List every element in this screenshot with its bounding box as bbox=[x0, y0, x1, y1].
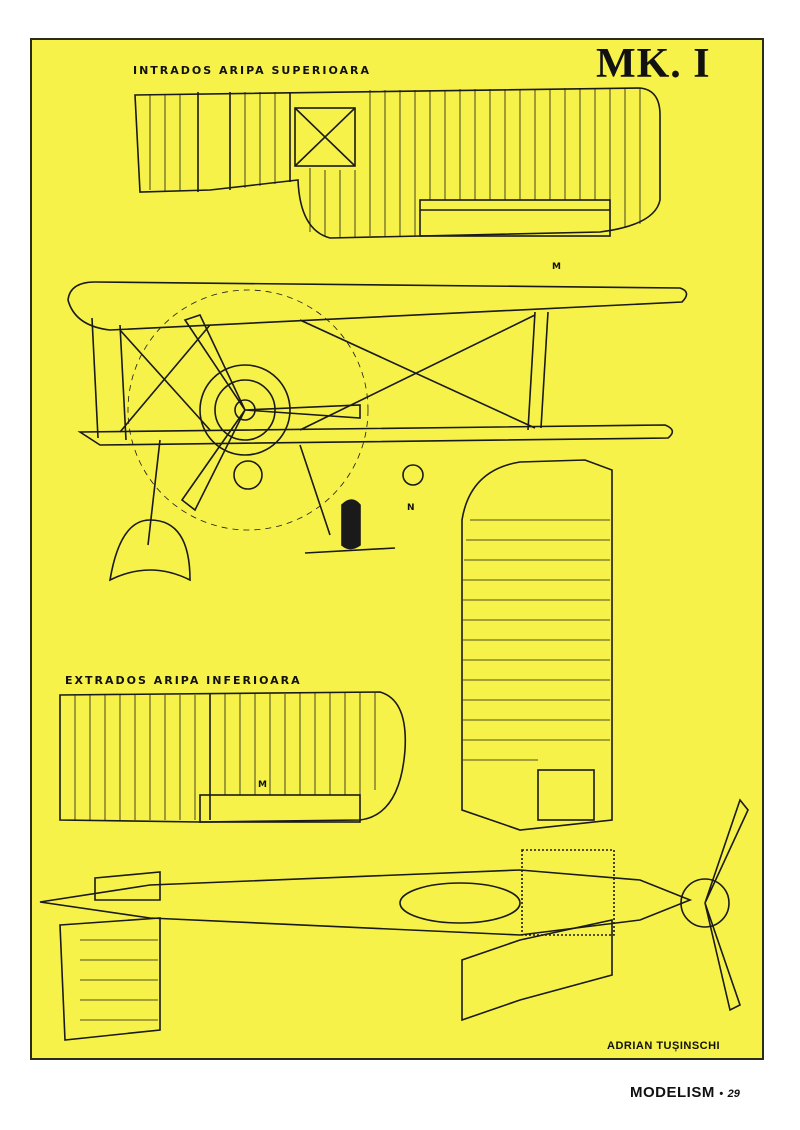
page-title: MK. I bbox=[596, 41, 711, 87]
upper-wing-plan bbox=[134, 87, 661, 239]
top-view bbox=[39, 459, 749, 1041]
footer-separator: • bbox=[719, 1088, 724, 1100]
magazine-brand: MODELISM bbox=[630, 1084, 715, 1101]
page-footer: MODELISM • 29 bbox=[630, 1084, 740, 1102]
mark-m-lower: M bbox=[258, 780, 269, 790]
front-view bbox=[67, 281, 688, 582]
drawing-sheet bbox=[30, 38, 764, 1060]
page-number: 29 bbox=[727, 1088, 740, 1100]
lower-wing-ribs bbox=[74, 693, 376, 820]
mark-m-upper: M bbox=[552, 262, 563, 272]
lower-wing-plan bbox=[59, 691, 407, 823]
upper-wing-label: INTRADOS ARIPA SUPERIOARA bbox=[133, 64, 372, 77]
mark-n: N bbox=[407, 503, 417, 513]
author-credit: ADRIAN TUȘINSCHI bbox=[607, 1040, 721, 1052]
upper-wing-ribs bbox=[149, 88, 641, 237]
top-view-ribs bbox=[80, 519, 610, 1021]
lower-wing-label: EXTRADOS ARIPA INFERIOARA bbox=[65, 674, 302, 687]
